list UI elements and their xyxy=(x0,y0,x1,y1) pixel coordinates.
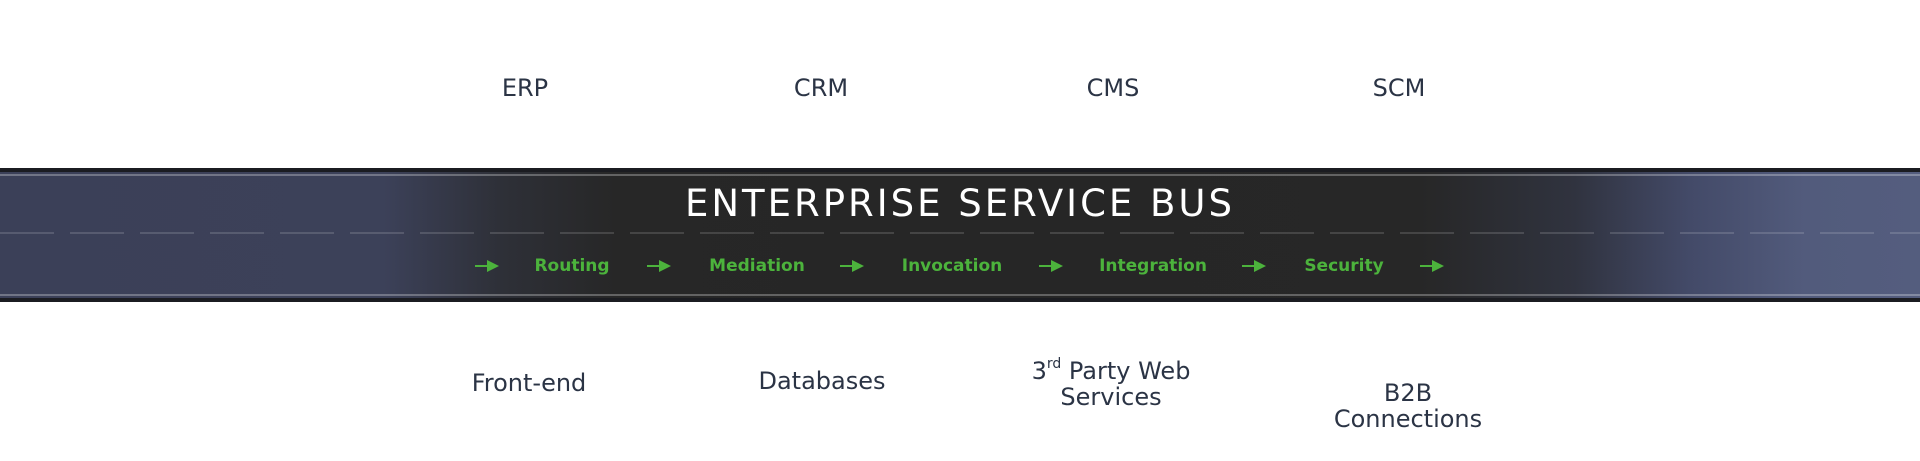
arrow-right-icon xyxy=(1039,260,1063,272)
step-mediation: Mediation xyxy=(709,256,805,276)
arrow-right-icon xyxy=(647,260,671,272)
web-services-line-2: Services xyxy=(1060,383,1162,411)
bus-top-rail xyxy=(0,174,1920,176)
arrow-right-icon xyxy=(1242,260,1266,272)
b2b-line-2: Connections xyxy=(1333,405,1483,433)
top-system-cms: CMS xyxy=(1086,74,1140,102)
top-system-crm: CRM xyxy=(793,74,849,102)
bus-bottom-rail xyxy=(0,294,1920,296)
bus-title: ENTERPRISE SERVICE BUS xyxy=(685,182,1235,225)
arrow-right-icon xyxy=(840,260,864,272)
arrow-right-icon xyxy=(475,260,499,272)
service-bus: ENTERPRISE SERVICE BUS Routing Mediation… xyxy=(0,168,1920,302)
top-system-erp: ERP xyxy=(501,74,549,102)
bus-pipeline: Routing Mediation Invocation Integration… xyxy=(0,256,1920,276)
step-routing: Routing xyxy=(534,256,610,276)
step-invocation: Invocation xyxy=(901,256,1003,276)
arrow-right-icon xyxy=(1420,260,1444,272)
b2b-line-1: B2B xyxy=(1383,379,1433,407)
bus-top-edge xyxy=(0,168,1920,172)
step-security: Security xyxy=(1304,256,1384,276)
bottom-system-frontend: Front-end xyxy=(471,369,587,397)
web-services-line-1: 3rd Party Web xyxy=(1031,356,1191,385)
bus-bottom-edge xyxy=(0,298,1920,302)
bottom-system-databases: Databases xyxy=(758,367,886,395)
bottom-system-web-services: 3rd Party Web Services xyxy=(1032,353,1191,410)
bus-lane-dashes xyxy=(0,232,1920,234)
bottom-system-b2b: B2B Connections xyxy=(1334,380,1482,432)
top-system-scm: SCM xyxy=(1372,74,1426,102)
step-integration: Integration xyxy=(1099,256,1207,276)
